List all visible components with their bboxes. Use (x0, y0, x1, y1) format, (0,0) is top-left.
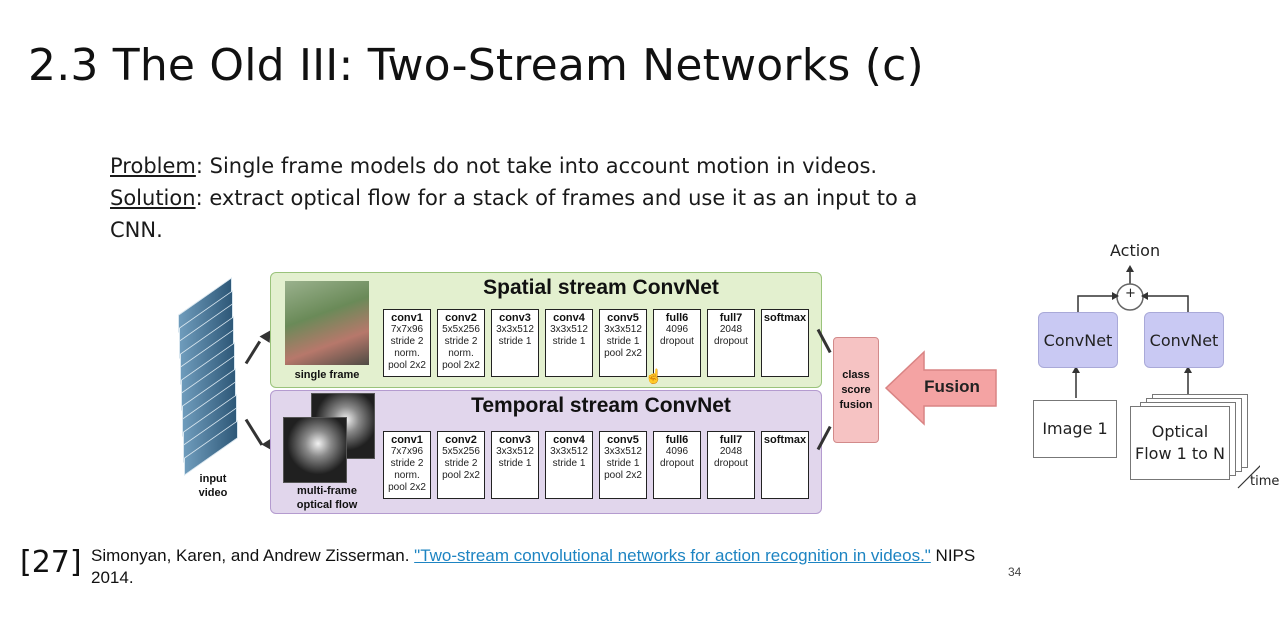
convnet-left-label: ConvNet (1043, 330, 1113, 350)
temporal-layer-name: conv1 (391, 434, 423, 446)
spatial-layer-spec: 4096 dropout (660, 324, 694, 347)
temporal-layer-name: conv3 (499, 434, 531, 446)
input-label-line-2: video (198, 487, 228, 499)
temporal-layer-spec: 3x3x512 stride 1 (496, 446, 534, 469)
single-frame-thumbnail (285, 281, 369, 365)
convnet-right-box: ConvNet (1144, 312, 1224, 368)
fusion-arrow-icon (884, 350, 997, 426)
solution-line: Solution: extract optical flow for a sta… (110, 182, 970, 246)
spatial-layer-softmax: softmax (761, 309, 809, 377)
image-1-box: Image 1 (1033, 400, 1117, 458)
optical-flow-thumbnail-front (283, 417, 347, 483)
solution-term: Solution (110, 186, 196, 210)
spatial-layer-spec: 3x3x512 stride 1 pool 2x2 (604, 324, 642, 359)
page-number: 34 (1008, 565, 1022, 579)
temporal-layer-name: full7 (719, 434, 743, 446)
spatial-stream-convnet: Spatial stream ConvNet single frame conv… (270, 272, 822, 388)
image-1-label: Image 1 (1042, 419, 1108, 438)
multi-frame-label-line-1: multi-frame (297, 485, 357, 497)
temporal-layer-softmax: softmax (761, 431, 809, 499)
temporal-layer-spec: 2048 dropout (714, 446, 748, 469)
temporal-layer-name: full6 (665, 434, 689, 446)
input-video-label: input video (185, 472, 241, 500)
reference-paper-link[interactable]: "Two-stream convolutional networks for a… (414, 546, 931, 565)
time-axis-label: time (1250, 474, 1280, 489)
hand-cursor-icon: ☝ (645, 368, 663, 384)
spatial-layer-spec: 3x3x512 stride 1 (496, 324, 534, 347)
temporal-layer-spec: 7x7x96 stride 2 norm. pool 2x2 (388, 446, 426, 493)
spatial-layer-spec: 7x7x96 stride 2 norm. pool 2x2 (388, 324, 426, 371)
spatial-layer-name: conv5 (607, 312, 639, 324)
optical-flow-label-line-2: Flow 1 to N (1135, 444, 1225, 463)
solution-text: : extract optical flow for a stack of fr… (110, 186, 918, 242)
right-diagram-connectors (1072, 265, 1260, 489)
problem-line: Problem: Single frame models do not take… (110, 150, 970, 182)
sum-symbol: + (1125, 286, 1136, 301)
spatial-layer-spec: 5x5x256 stride 2 norm. pool 2x2 (442, 324, 480, 371)
temporal-stream-convnet: Temporal stream ConvNet multi-frame opti… (270, 390, 822, 514)
class-score-fusion-box: class score fusion (833, 337, 879, 443)
spatial-layer-name: full6 (665, 312, 689, 324)
spatial-layer-name: conv4 (553, 312, 585, 324)
spatial-layer-name: conv2 (445, 312, 477, 324)
input-video-stack (170, 277, 260, 476)
temporal-layer-name: conv4 (553, 434, 585, 446)
slide-title: 2.3 The Old III: Two-Stream Networks (c) (28, 40, 924, 91)
slide-body: Problem: Single frame models do not take… (110, 150, 970, 246)
fusion-arrow-label: Fusion (924, 377, 980, 396)
optical-flow-label: Optical Flow 1 to N (1135, 421, 1225, 465)
spatial-layer-name: full7 (719, 312, 743, 324)
temporal-layer-spec: 4096 dropout (660, 446, 694, 469)
problem-term: Problem (110, 154, 196, 178)
optical-flow-label-line-1: Optical (1151, 422, 1209, 441)
temporal-layer-spec: 5x5x256 stride 2 pool 2x2 (442, 446, 480, 481)
spatial-layer-spec: 2048 dropout (714, 324, 748, 347)
spatial-layer-name: conv1 (391, 312, 423, 324)
multi-frame-label-line-2: optical flow (296, 499, 358, 511)
spatial-layer-spec: 3x3x512 stride 1 (550, 324, 588, 347)
temporal-layer-name: conv5 (607, 434, 639, 446)
convnet-left-box: ConvNet (1038, 312, 1118, 368)
convnet-right-label: ConvNet (1149, 330, 1219, 350)
multi-frame-label: multi-frame optical flow (279, 484, 375, 512)
input-label-line-1: input (199, 473, 227, 485)
reference-number: [27] (20, 545, 82, 580)
optical-flow-box: Optical Flow 1 to N (1130, 406, 1230, 480)
spatial-layer-name: conv3 (499, 312, 531, 324)
reference-venue: NIPS 2014. (91, 546, 976, 587)
reference-text: Simonyan, Karen, and Andrew Zisserman. "… (91, 545, 981, 589)
problem-text: : Single frame models do not take into a… (195, 154, 878, 178)
spatial-stream-title: Spatial stream ConvNet (483, 276, 719, 299)
temporal-stream-title: Temporal stream ConvNet (471, 394, 731, 417)
single-frame-label: single frame (294, 369, 360, 381)
reference-authors: Simonyan, Karen, and Andrew Zisserman. (91, 546, 415, 565)
action-label: Action (1110, 241, 1161, 260)
temporal-layer-spec: 3x3x512 stride 1 (550, 446, 588, 469)
class-score-fusion-label: class score fusion (839, 368, 873, 411)
temporal-layer-name: softmax (763, 434, 807, 446)
spatial-layer-name: softmax (763, 312, 807, 324)
temporal-layer-spec: 3x3x512 stride 1 pool 2x2 (604, 446, 642, 481)
temporal-layer-name: conv2 (445, 434, 477, 446)
